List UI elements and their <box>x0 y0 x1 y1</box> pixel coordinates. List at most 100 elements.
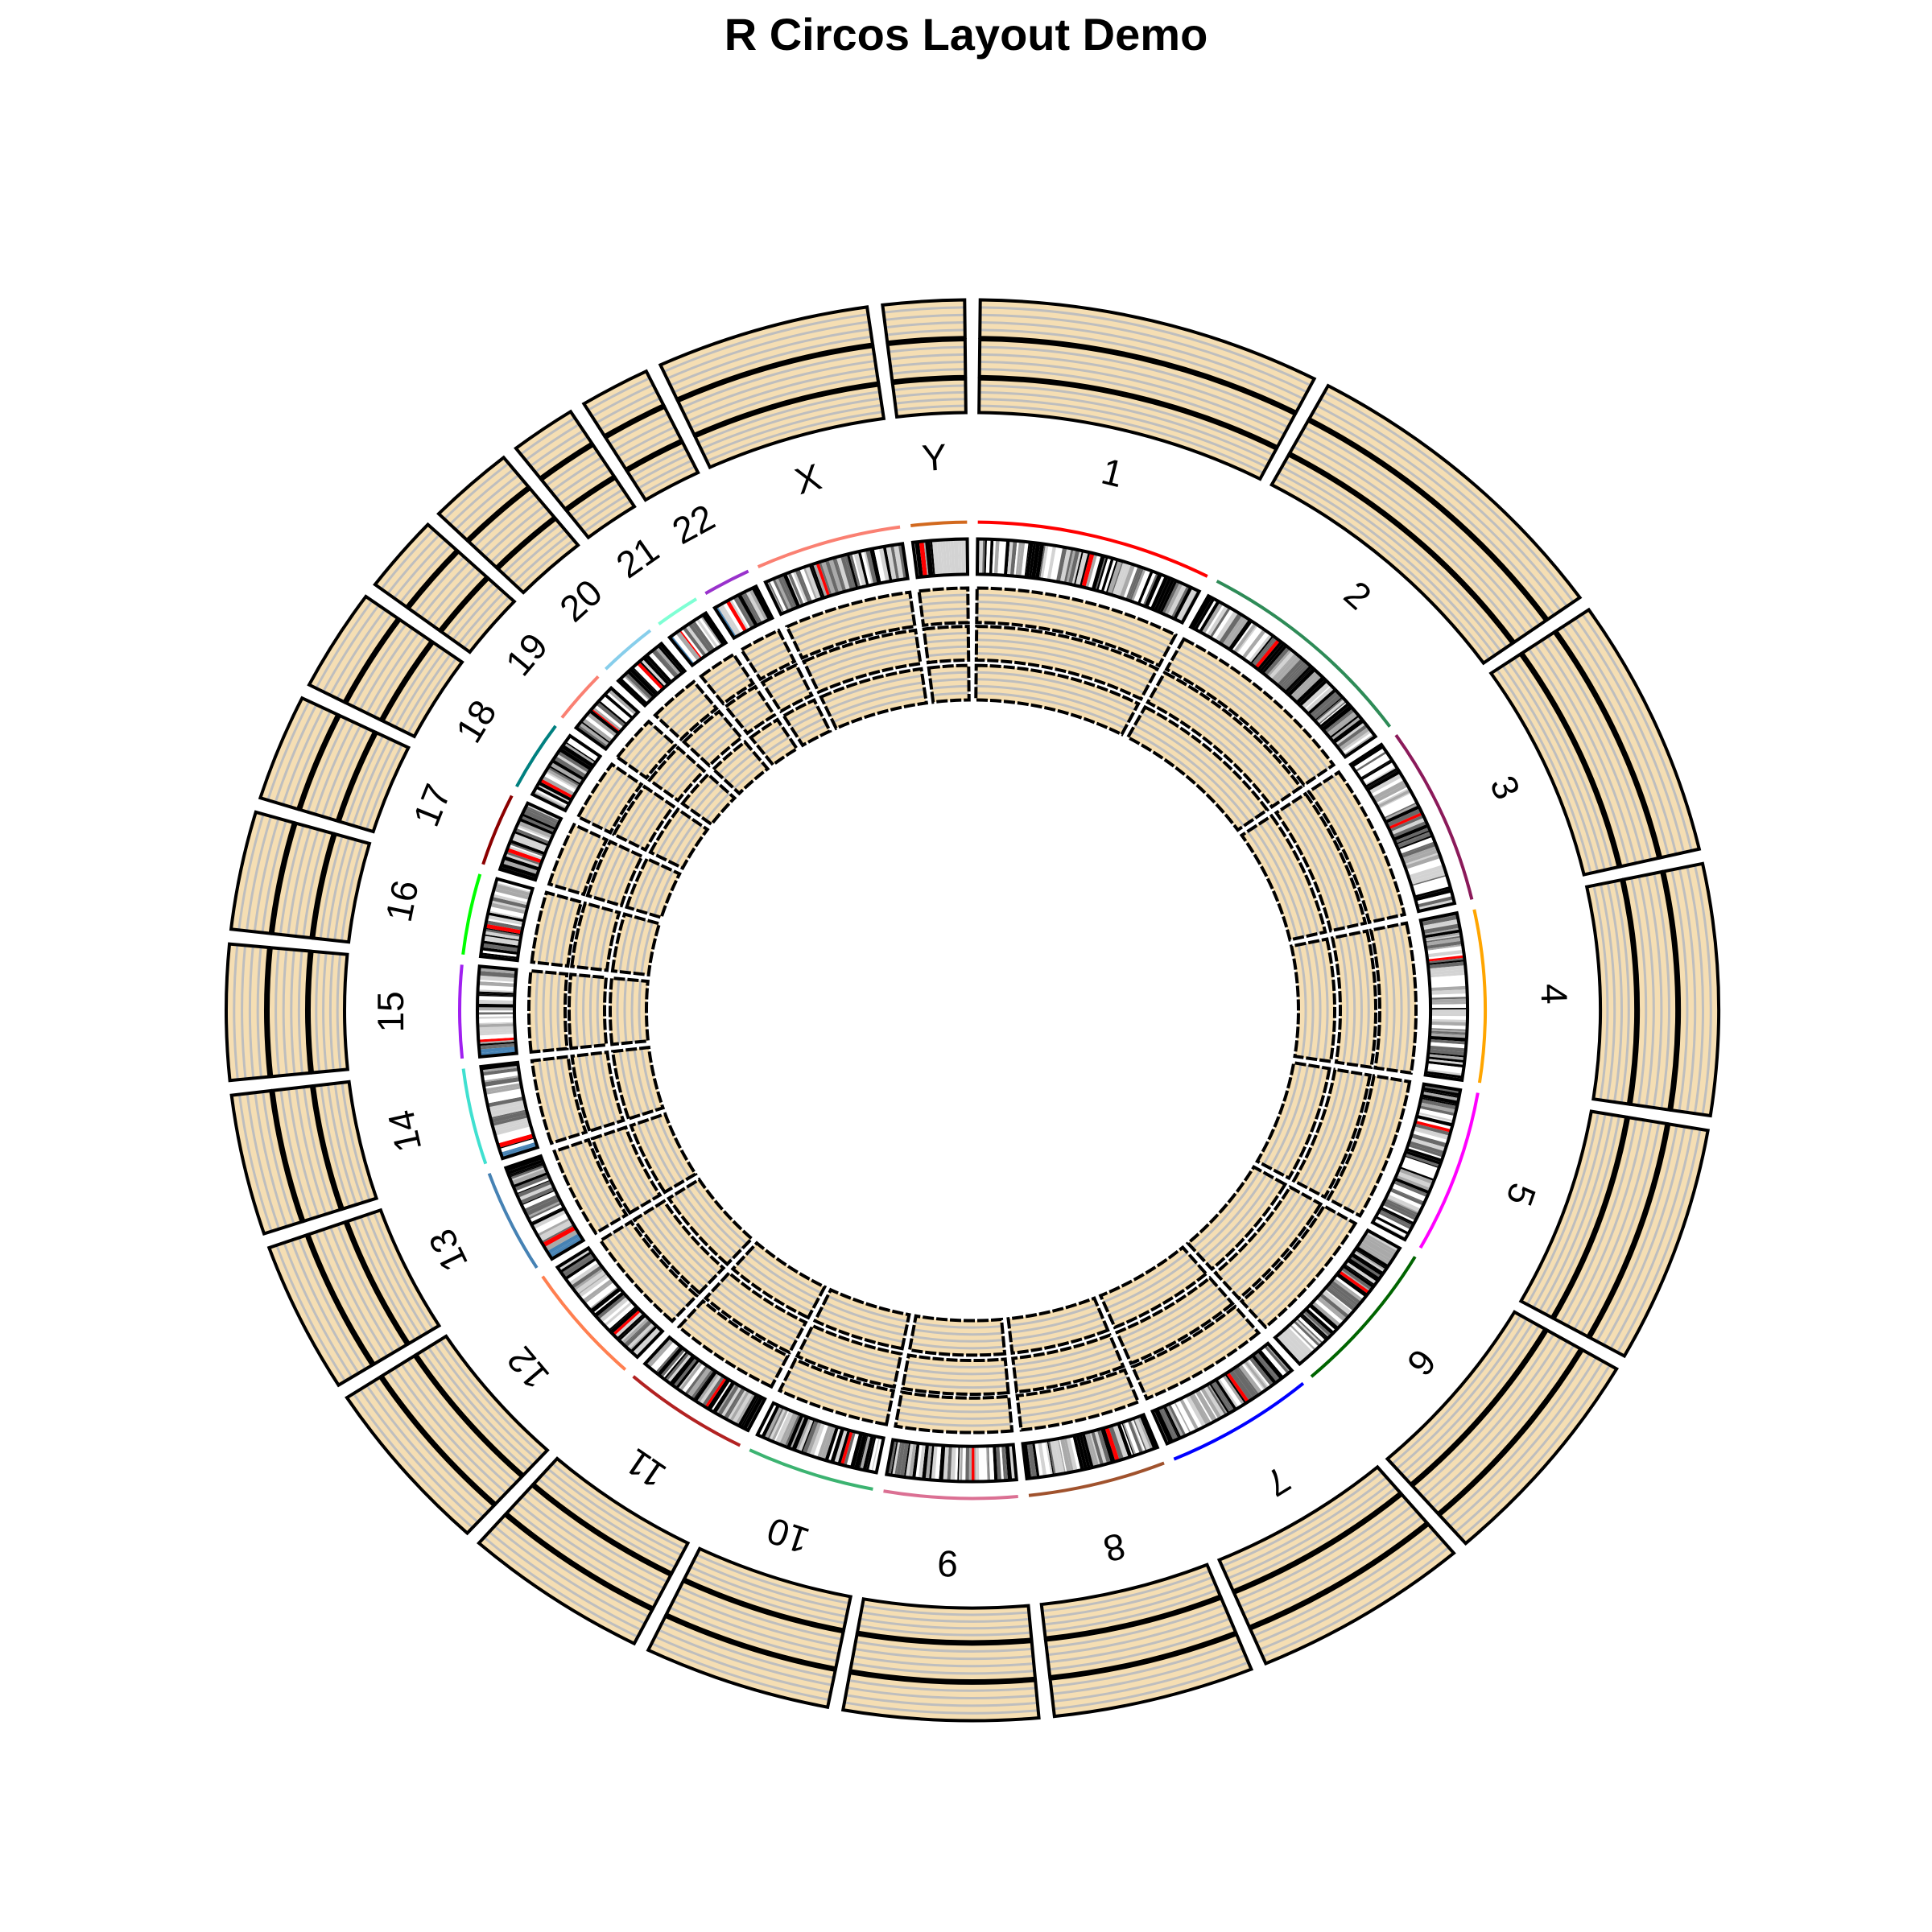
track-gridline <box>1496 668 1592 873</box>
ideogram-band <box>1376 1213 1411 1233</box>
ideogram-band <box>1131 1418 1146 1453</box>
ideogram-band <box>1241 1362 1265 1393</box>
track-gridline <box>667 320 870 380</box>
track-gridline <box>855 1640 1033 1653</box>
ideogram-band <box>766 1406 784 1440</box>
ideogram-band <box>1350 744 1384 768</box>
ideogram-band <box>1343 733 1375 756</box>
track-cell-border <box>664 1579 845 1670</box>
chromosome-label: 17 <box>405 778 459 832</box>
track-gridline <box>1352 933 1363 1066</box>
ideogram-band <box>978 1446 984 1482</box>
ideogram-band <box>732 1391 753 1424</box>
ideogram-band <box>1366 770 1399 789</box>
ideogram-band <box>1340 1269 1371 1292</box>
track-gridline <box>1121 1287 1220 1346</box>
track-cell-border <box>978 298 1317 415</box>
ideogram-band <box>1427 957 1465 964</box>
track-cell-border <box>585 839 645 908</box>
track-gridline <box>576 836 601 893</box>
ideogram-band <box>1304 686 1335 713</box>
ideogram-band <box>1293 1319 1321 1348</box>
chromosome-sector-19: 19 <box>373 522 737 827</box>
track-cell-border <box>1213 1184 1323 1301</box>
track-gridline <box>306 718 348 813</box>
ideogram-band <box>950 1446 956 1482</box>
ideogram-band <box>1422 923 1459 931</box>
ideogram-band <box>840 555 854 590</box>
ideogram-band <box>512 832 548 850</box>
ideogram-band <box>1307 1306 1336 1332</box>
ideogram-band <box>1298 1315 1327 1341</box>
ideogram-band <box>482 1075 520 1083</box>
chromosome-label: 11 <box>617 1440 673 1496</box>
ideogram-band <box>892 1440 901 1476</box>
ideogram-band <box>1430 1029 1468 1033</box>
track-gridline <box>672 1600 840 1655</box>
track-cell-border <box>781 698 832 748</box>
track-gridline <box>328 609 386 696</box>
ideogram-band <box>1034 1442 1043 1478</box>
track-cell-border <box>647 745 707 803</box>
track-gridline <box>1150 695 1279 804</box>
ideogram-band <box>535 786 570 806</box>
ideogram-band <box>1394 1177 1430 1195</box>
ideogram-band <box>482 1074 520 1081</box>
track-gridline <box>246 815 273 931</box>
track-cell-border <box>380 640 464 739</box>
ideogram-band <box>1332 1278 1364 1301</box>
ideogram-band <box>947 1445 952 1481</box>
ideogram-band <box>1406 857 1442 871</box>
track-gridline <box>980 321 1304 400</box>
track-cell-border <box>539 443 617 511</box>
track-gridline <box>526 1490 668 1583</box>
ideogram-band <box>1093 1430 1108 1465</box>
track-gridline <box>588 976 594 1046</box>
ideogram-band <box>1236 624 1259 654</box>
ideogram-band <box>510 1168 547 1186</box>
ideogram-band <box>865 549 877 585</box>
ideogram-band <box>1387 1191 1423 1209</box>
ideogram-band <box>632 1327 661 1356</box>
track-gridline <box>1009 1303 1098 1327</box>
track-gridline <box>799 618 914 654</box>
track-gridline <box>1154 689 1285 800</box>
ideogram-band <box>514 828 551 844</box>
track-gridline <box>322 604 380 692</box>
ideogram-band <box>868 1436 879 1472</box>
track-gridline <box>1454 1360 1604 1534</box>
track-gridline <box>282 948 288 1075</box>
track-gridline <box>690 1566 847 1618</box>
ideogram-band <box>1173 586 1193 620</box>
ideogram-band <box>925 1444 933 1480</box>
track-gridline <box>547 1468 683 1557</box>
ideogram-band <box>642 656 670 686</box>
ideogram-band <box>671 633 698 664</box>
ideogram-band <box>1170 585 1190 619</box>
ideogram-band <box>863 550 874 585</box>
ideogram-band <box>1075 551 1086 586</box>
ideogram-border <box>476 964 518 1059</box>
ideogram-band <box>918 1443 926 1480</box>
track-cell <box>820 668 927 729</box>
track-cell-border <box>1554 607 1702 860</box>
ideogram-band <box>681 1363 707 1394</box>
track-gridline <box>1281 465 1502 652</box>
track-cell-border <box>610 1045 666 1121</box>
track-cell-border <box>495 516 580 595</box>
track-gridline <box>1296 439 1528 634</box>
ideogram-band <box>1073 551 1084 586</box>
ideogram-band <box>1396 831 1431 846</box>
chromosome-sector-22: 22 <box>581 369 832 748</box>
ideogram-band <box>1404 1153 1440 1167</box>
track-cell-border <box>1015 1368 1141 1432</box>
track-cell-border <box>436 455 531 543</box>
ideogram-band <box>499 1139 536 1153</box>
ideogram-band <box>786 572 802 606</box>
ideogram-band <box>1232 622 1257 654</box>
ideogram-border <box>667 610 729 668</box>
ideogram-band <box>1225 1372 1250 1403</box>
ideogram-band <box>1298 679 1328 707</box>
ideogram-band <box>1316 699 1345 724</box>
ideogram-band <box>1275 657 1302 685</box>
